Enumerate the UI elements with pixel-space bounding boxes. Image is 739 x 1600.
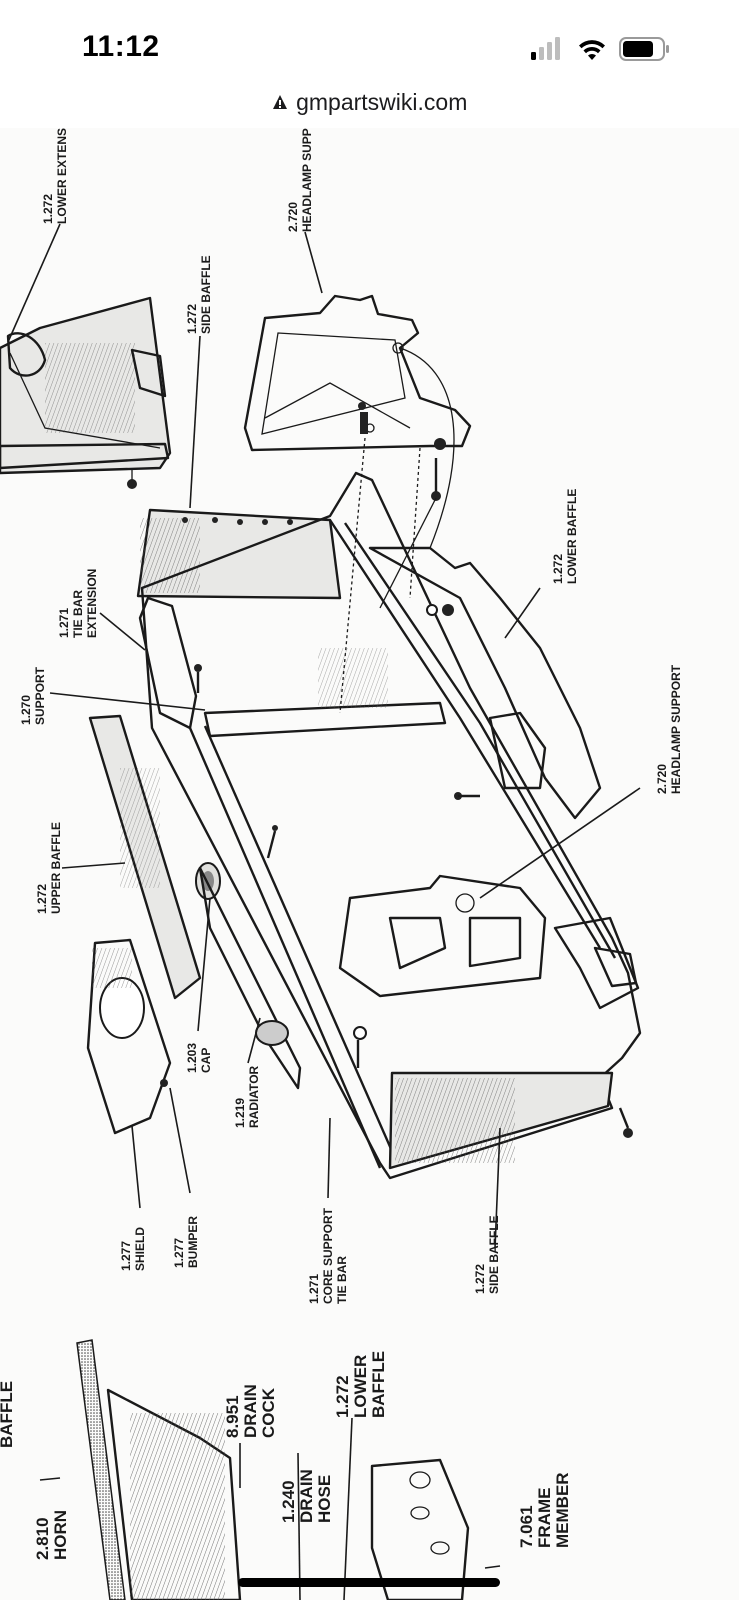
label-shield-num: 1.277 <box>119 1241 133 1271</box>
url-text: gmpartswiki.com <box>296 89 468 115</box>
parts-diagram: 1.272 LOWER EXTENSI 2.720 HEADLAMP SUPPO… <box>0 128 739 1600</box>
label-headlamp-support-top-name: HEADLAMP SUPPO <box>300 128 314 232</box>
label-support-num: 1.270 <box>19 695 33 725</box>
lock-icon <box>272 95 287 109</box>
label-upper-baffle-num: 1.272 <box>35 884 49 914</box>
label-drain-hose-num: 1.240 <box>279 1480 298 1523</box>
label-side-baffle-top-num: 1.272 <box>185 304 199 334</box>
label-side-baffle-top-name: SIDE BAFFLE <box>199 255 213 334</box>
label-drain-hose-name2: HOSE <box>315 1475 334 1523</box>
label-frame-member-name2: MEMBER <box>553 1472 572 1548</box>
status-bar: 11:12 <box>0 0 739 90</box>
home-indicator[interactable] <box>238 1578 500 1587</box>
status-icons <box>531 36 681 62</box>
part-labels: 1.272 LOWER EXTENSI 2.720 HEADLAMP SUPPO… <box>0 128 683 1560</box>
label-shield-name: SHIELD <box>133 1227 147 1271</box>
label-baffle-edge: BAFFLE <box>0 1381 16 1448</box>
lower-fragment-part <box>76 1339 470 1600</box>
battery-icon <box>619 37 669 61</box>
wifi-icon <box>579 40 605 60</box>
label-side-baffle-bottom-name: SIDE BAFFLE <box>487 1215 501 1294</box>
label-core-support-num: 1.271 <box>307 1274 321 1304</box>
label-bumper-num: 1.277 <box>172 1238 186 1268</box>
label-cap-name: CAP <box>199 1048 213 1073</box>
label-radiator-num: 1.219 <box>233 1098 247 1128</box>
label-core-support-name2: TIE BAR <box>335 1256 349 1304</box>
label-frame-member-name1: FRAME <box>535 1488 554 1548</box>
label-radiator-name: RADIATOR <box>247 1065 261 1128</box>
label-lower-baffle-bottom-name2: BAFFLE <box>369 1351 388 1418</box>
label-bumper-name: BUMPER <box>186 1216 200 1268</box>
label-tie-bar-extension-name1: TIE BAR <box>71 590 85 638</box>
exploded-view-drawing: 1.272 LOWER EXTENSI 2.720 HEADLAMP SUPPO… <box>0 128 683 1600</box>
address-bar[interactable]: gmpartswiki.com <box>0 84 739 129</box>
label-drain-hose-name1: DRAIN <box>297 1469 316 1523</box>
label-headlamp-support-mid-name: HEADLAMP SUPPORT <box>669 664 683 794</box>
label-drain-cock-name2: COCK <box>259 1387 278 1438</box>
label-horn-num: 2.810 <box>33 1517 52 1560</box>
label-drain-cock-num: 8.951 <box>223 1395 242 1438</box>
label-core-support-name1: CORE SUPPORT <box>321 1207 335 1304</box>
lower-extension-part <box>0 296 172 489</box>
headlamp-support-top-part <box>243 294 472 501</box>
core-support-frame <box>86 347 642 1180</box>
status-time: 11:12 <box>82 30 160 63</box>
label-cap-num: 1.203 <box>185 1043 199 1073</box>
label-horn-name: HORN <box>51 1510 70 1560</box>
label-drain-cock-name1: DRAIN <box>241 1384 260 1438</box>
label-frame-member-num: 7.061 <box>517 1505 536 1548</box>
leader-lines <box>7 223 641 1600</box>
label-lower-extension-num: 1.272 <box>41 194 55 224</box>
label-lower-baffle-right-name: LOWER BAFFLE <box>565 489 579 584</box>
label-lower-baffle-right-num: 1.272 <box>551 554 565 584</box>
label-lower-baffle-bottom-num: 1.272 <box>333 1375 352 1418</box>
label-support-name: SUPPORT <box>33 666 47 725</box>
label-side-baffle-bottom-num: 1.272 <box>473 1264 487 1294</box>
label-lower-extension-name: LOWER EXTENSI <box>55 128 69 224</box>
label-tie-bar-extension-name2: EXTENSION <box>85 569 99 638</box>
label-tie-bar-extension-num: 1.271 <box>57 608 71 638</box>
label-headlamp-support-mid-num: 2.720 <box>655 764 669 794</box>
cellular-signal-icon <box>531 37 560 60</box>
label-lower-baffle-bottom-name1: LOWER <box>351 1355 370 1418</box>
label-upper-baffle-name: UPPER BAFFLE <box>49 822 63 914</box>
label-headlamp-support-top-num: 2.720 <box>286 202 300 232</box>
